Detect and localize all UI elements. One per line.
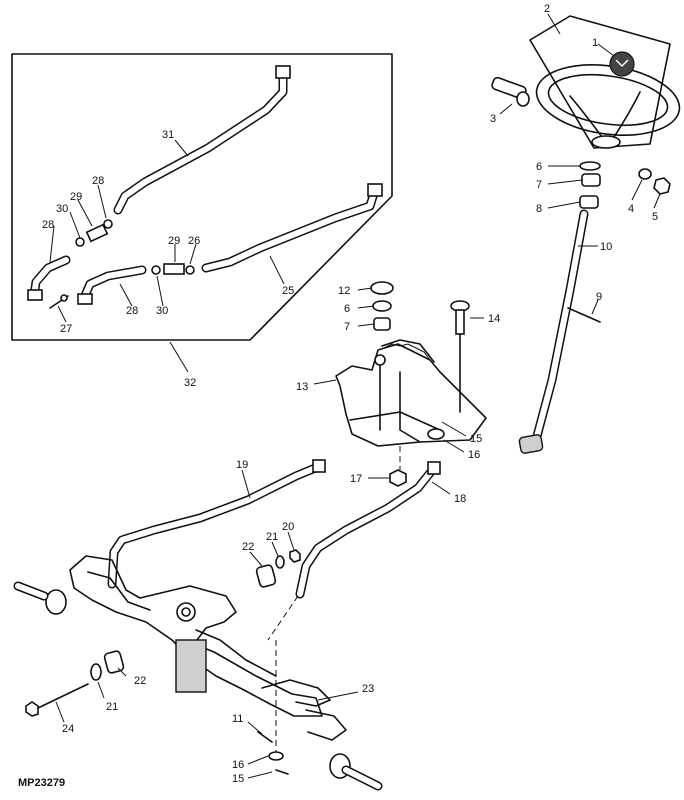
- spindle-right: [261, 679, 383, 791]
- callout-13: 13: [296, 381, 308, 393]
- washer-12: [370, 281, 394, 295]
- knob-3: [491, 76, 530, 107]
- callout-5: 5: [652, 211, 658, 223]
- washer-16b: [268, 751, 284, 761]
- callout-9: 9: [596, 291, 602, 303]
- callout-11: 11: [232, 713, 243, 725]
- washer-21b: [90, 663, 102, 681]
- bracket-13: [335, 339, 487, 447]
- washer-4: [638, 168, 652, 180]
- nut-17: [389, 469, 407, 487]
- callout-26: 26: [188, 235, 200, 247]
- callout-24: 24: [62, 723, 74, 735]
- hose-28-right: [77, 265, 147, 305]
- callout-23: 23: [362, 683, 374, 695]
- callout-17: 17: [350, 473, 362, 485]
- callout-14: 14: [488, 313, 500, 325]
- bolt-14: [450, 300, 470, 413]
- callout-7b: 7: [344, 321, 350, 333]
- bushing-7: [581, 173, 601, 187]
- callout-15b: 15: [232, 773, 244, 785]
- bushing-7b: [373, 317, 391, 331]
- sector-gear-assembly: [313, 281, 487, 487]
- washer-6: [579, 161, 601, 171]
- callout-2: 2: [544, 3, 550, 15]
- steering-shaft-10: [518, 209, 589, 454]
- callout-31: 31: [162, 129, 174, 141]
- pin-11: [257, 731, 273, 743]
- washer-6b: [372, 300, 392, 312]
- callout-18: 18: [454, 493, 466, 505]
- callout-22a: 22: [242, 541, 254, 553]
- nut-5: [653, 177, 671, 195]
- callout-29b: 29: [168, 235, 180, 247]
- callout-8: 8: [536, 203, 542, 215]
- callout-29a: 29: [70, 191, 82, 203]
- callout-labels: 1 2 3 4 5 6 7 8 9 10 12 6 7 14 13 15 16 …: [42, 3, 658, 785]
- washer-16a: [427, 428, 445, 440]
- callout-22b: 22: [134, 675, 146, 687]
- callout-6a: 6: [536, 161, 542, 173]
- inset-tube-kit: [11, 53, 393, 373]
- coupler-29-lower: [151, 263, 195, 275]
- nut-20: [289, 549, 301, 563]
- callout-30b: 30: [156, 305, 168, 317]
- figure-reference: MP23279: [18, 777, 65, 789]
- tube-25: [201, 183, 383, 273]
- callout-16a: 16: [468, 449, 480, 461]
- callout-21b: 21: [106, 701, 118, 713]
- callout-10: 10: [600, 241, 612, 253]
- drag-link-18: [267, 461, 441, 641]
- callout-4: 4: [628, 203, 634, 215]
- bushing-22a: [255, 564, 277, 588]
- callout-12: 12: [338, 285, 350, 297]
- bolt-24: [25, 683, 89, 717]
- callout-25: 25: [282, 285, 294, 297]
- callout-28c: 28: [126, 305, 138, 317]
- hose-28-left: [27, 255, 71, 301]
- clip-27: [49, 294, 69, 309]
- drag-link-19: [107, 459, 326, 589]
- pin-9: [567, 307, 601, 323]
- callout-3: 3: [490, 113, 496, 125]
- steering-wheel: [535, 64, 681, 149]
- callout-1: 1: [592, 37, 598, 49]
- pin-15: [275, 769, 289, 775]
- bushing-8: [579, 195, 599, 209]
- callout-32: 32: [184, 377, 196, 389]
- steering-wheel-assembly: [491, 13, 681, 454]
- callout-19: 19: [236, 459, 248, 471]
- callout-6b: 6: [344, 303, 350, 315]
- steering-cap-1: [609, 51, 635, 77]
- callout-28b: 28: [42, 219, 54, 231]
- front-axle: [13, 531, 383, 791]
- callout-21a: 21: [266, 531, 278, 543]
- callout-27: 27: [60, 323, 72, 335]
- callout-28a: 28: [92, 175, 104, 187]
- callout-20: 20: [282, 521, 294, 533]
- callout-16b: 16: [232, 759, 244, 771]
- callout-15a: 15: [470, 433, 482, 445]
- spindle-left: [13, 581, 67, 615]
- callout-30a: 30: [56, 203, 68, 215]
- coupler-29-upper: [75, 219, 113, 247]
- bushing-22b: [103, 650, 125, 674]
- callout-7a: 7: [536, 179, 542, 191]
- tube-31: [113, 65, 291, 215]
- washer-21a: [275, 555, 285, 569]
